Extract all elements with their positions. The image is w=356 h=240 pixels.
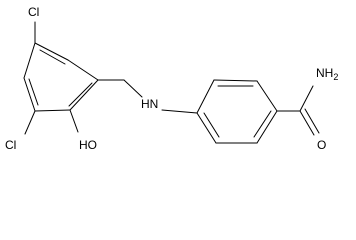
- right-ring-bond: [213, 79, 258, 82]
- right-ring-double-bond: [203, 112, 220, 138]
- right-ring-bond: [256, 80, 278, 112]
- hydroxyl-label: HO: [79, 138, 97, 152]
- cl-bottom-label: Cl: [5, 138, 16, 152]
- right-ring: [196, 79, 278, 144]
- left-ring-bond: [23, 42, 36, 79]
- left-ring-bond: [69, 79, 99, 111]
- right-ring-bond: [256, 110, 278, 144]
- right-ring-double-bond: [253, 110, 272, 138]
- left-ring-double-bond: [28, 78, 39, 106]
- amine-nh-label: HN: [141, 97, 158, 111]
- amide-n-bond: [299, 85, 314, 112]
- amide-nh2-label: NH2: [316, 66, 338, 82]
- cl-bottom-bond: [24, 110, 36, 135]
- carbonyl-o-label: O: [317, 138, 326, 152]
- oh-bond: [69, 109, 79, 133]
- structure-diagram: Cl Cl HO HN NH2 O: [5, 5, 338, 152]
- left-ring-double-bond: [39, 49, 66, 65]
- left-ring-double-bond: [68, 82, 93, 107]
- right-ring-bond: [196, 112, 217, 144]
- carbonyl-bond: [299, 110, 315, 136]
- ch2-n-bond: [123, 79, 143, 98]
- cl-top-label: Cl: [28, 5, 39, 19]
- carbonyl-double-bond: [304, 108, 320, 134]
- amide-nh2-subscript: 2: [333, 72, 338, 82]
- left-ring-bond: [34, 109, 71, 112]
- n-ring-bond: [161, 109, 198, 114]
- right-ring-bond: [196, 79, 215, 114]
- left-ring: [23, 42, 99, 112]
- left-ring-bond: [67, 59, 99, 81]
- left-ring-bond: [23, 77, 36, 112]
- left-ring-bond: [34, 42, 69, 61]
